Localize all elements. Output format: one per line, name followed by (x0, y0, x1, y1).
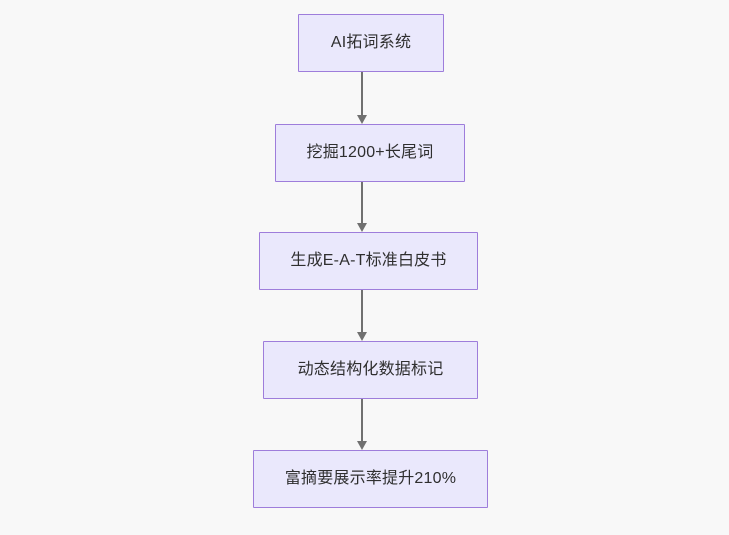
flow-node-rich-snippet-impression-uplift[interactable]: 富摘要展示率提升210% (253, 450, 488, 508)
flow-node-dynamic-structured-data-markup[interactable]: 动态结构化数据标记 (263, 341, 478, 399)
flow-arrow-2-to-3 (353, 182, 371, 232)
flow-arrow-4-to-5 (353, 399, 371, 450)
flow-node-label: 动态结构化数据标记 (297, 361, 444, 378)
flow-arrow-3-to-4 (353, 290, 371, 341)
flow-node-ai-keyword-system[interactable]: AI拓词系统 (298, 14, 444, 72)
flow-node-label: 富摘要展示率提升210% (284, 470, 457, 487)
flow-node-label: AI拓词系统 (330, 34, 412, 51)
flow-node-label: 生成E-A-T标准白皮书 (290, 252, 447, 269)
flow-node-generate-eat-whitepaper[interactable]: 生成E-A-T标准白皮书 (259, 232, 478, 290)
flow-node-label: 挖掘1200+长尾词 (306, 144, 434, 161)
flow-arrow-1-to-2 (353, 72, 371, 124)
flow-node-mine-longtail-keywords[interactable]: 挖掘1200+长尾词 (275, 124, 465, 182)
